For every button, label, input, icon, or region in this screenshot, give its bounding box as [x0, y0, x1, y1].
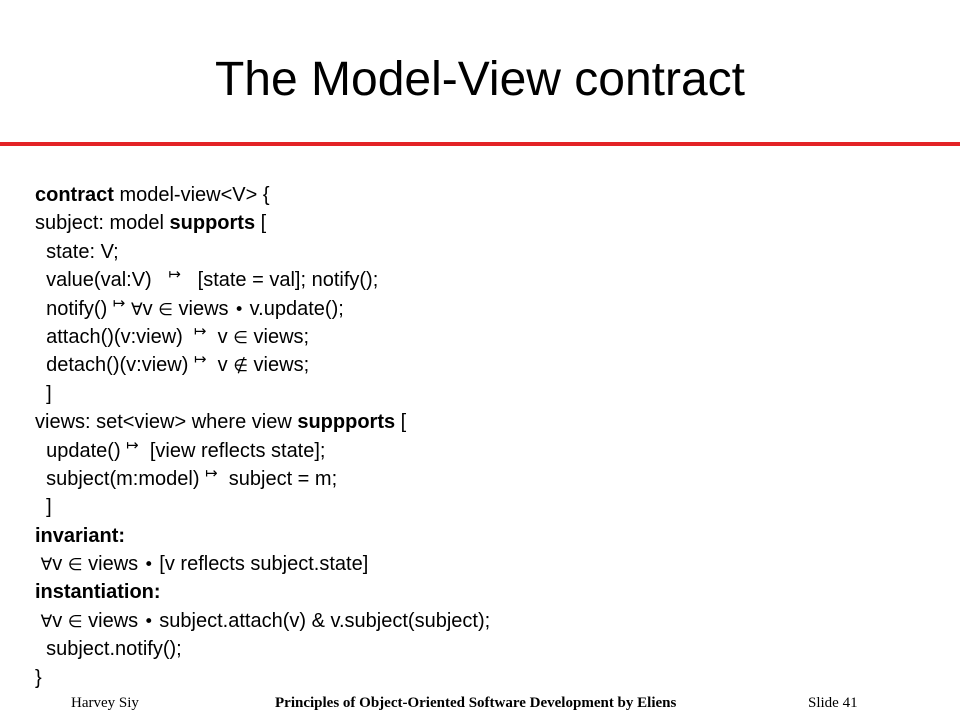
code-line: } — [35, 664, 935, 692]
code-line: ] — [35, 380, 935, 408]
code-keyword: supports — [169, 212, 256, 235]
code-symbol: ↦ — [112, 293, 126, 312]
code-text: ] — [35, 382, 52, 405]
code-symbol: ↦ — [126, 435, 139, 454]
code-text: v — [142, 297, 159, 320]
slide-title: The Model-View contract — [214, 53, 745, 106]
code-symbol: • — [234, 299, 245, 320]
code-line: attach()(v:view) ↦ v ∈ views; — [35, 321, 935, 351]
code-text: [ — [255, 212, 267, 235]
code-symbol: ∈ — [158, 299, 173, 320]
code-text: subject.notify(); — [35, 638, 182, 661]
code-line: detach()(v:view) ↦ v ∉ views; — [35, 350, 935, 379]
code-line: views: set<view> where view suppports [ — [35, 408, 935, 436]
code-text: views — [82, 609, 144, 632]
code-text: model-view<V> { — [113, 184, 270, 206]
contract-code-block: contract model-view<V> {subject: model s… — [35, 181, 935, 692]
code-text: } — [35, 666, 42, 689]
title-divider — [0, 142, 960, 146]
code-line: update() ↦ [view reflects state]; — [35, 435, 935, 465]
code-text: update() — [35, 439, 127, 462]
code-text: state: V; — [35, 240, 119, 263]
footer-slide-number: Slide 41 — [808, 695, 858, 711]
code-text: v — [52, 609, 68, 632]
code-text: detach()(v:view) — [35, 354, 194, 377]
code-keyword: instantiation: — [35, 581, 161, 604]
code-text: [state = val]; notify(); — [180, 269, 379, 292]
code-symbol: ∈ — [233, 327, 248, 348]
code-text: [view reflects state]; — [138, 439, 326, 462]
code-text: subject.attach(v) & v.subject(subject); — [153, 609, 491, 632]
code-text: v — [206, 325, 234, 348]
code-line: invariant: — [35, 522, 935, 550]
code-line: ∀v ∈ views • subject.attach(v) & v.subje… — [35, 607, 935, 635]
code-symbol: ∉ — [233, 356, 248, 377]
code-symbol: ∈ — [67, 555, 83, 576]
code-text: v — [206, 354, 234, 377]
code-line: subject.notify(); — [35, 635, 935, 663]
code-symbol: ∀ — [130, 299, 143, 320]
code-text: views — [82, 553, 144, 576]
code-keyword: invariant: — [35, 524, 126, 547]
code-symbol: ∀ — [40, 611, 53, 632]
code-line: subject: model supports [ — [35, 209, 935, 237]
code-text: value(val:V) — [35, 269, 169, 292]
code-line: state: V; — [35, 238, 935, 266]
footer-author: Harvey Siy — [71, 695, 139, 711]
code-text: views: set<view> where view — [35, 411, 298, 434]
code-text: notify() — [35, 297, 113, 320]
code-text: views — [172, 297, 235, 320]
footer-course-title: Principles of Object-Oriented Software D… — [275, 695, 677, 711]
code-line: value(val:V) ↦ [state = val]; notify(); — [35, 265, 935, 294]
code-symbol: • — [143, 611, 154, 632]
code-text: v.update(); — [244, 297, 344, 320]
code-symbol: • — [143, 555, 154, 576]
code-line: subject(m:model) ↦ subject = m; — [35, 463, 935, 493]
code-symbol: ∀ — [40, 555, 53, 576]
code-text: subject(m:model) — [35, 467, 206, 490]
code-keyword: suppports — [297, 411, 396, 434]
code-text: views; — [248, 354, 310, 377]
code-symbol: ↦ — [193, 321, 207, 340]
code-text: [v reflects subject.state] — [153, 553, 369, 576]
code-text: subject = m; — [217, 467, 338, 490]
code-text: [ — [395, 411, 407, 434]
code-keyword: contract — [35, 184, 114, 206]
code-line: instantiation: — [35, 578, 935, 606]
code-symbol: ↦ — [168, 265, 181, 284]
code-line: contract model-view<V> { — [35, 181, 935, 209]
code-symbol: ↦ — [193, 350, 207, 369]
code-symbol: ↦ — [205, 463, 218, 482]
code-text: subject: model — [35, 212, 170, 235]
code-text: attach()(v:view) — [35, 325, 194, 348]
code-text: ] — [35, 496, 52, 519]
code-text: views; — [247, 325, 310, 348]
code-line: ] — [35, 493, 935, 521]
code-line: notify() ↦ ∀v ∈ views • v.update(); — [35, 293, 935, 323]
code-line: ∀v ∈ views • [v reflects subject.state] — [35, 550, 935, 578]
code-symbol: ∈ — [67, 611, 83, 632]
code-text: v — [52, 553, 68, 576]
